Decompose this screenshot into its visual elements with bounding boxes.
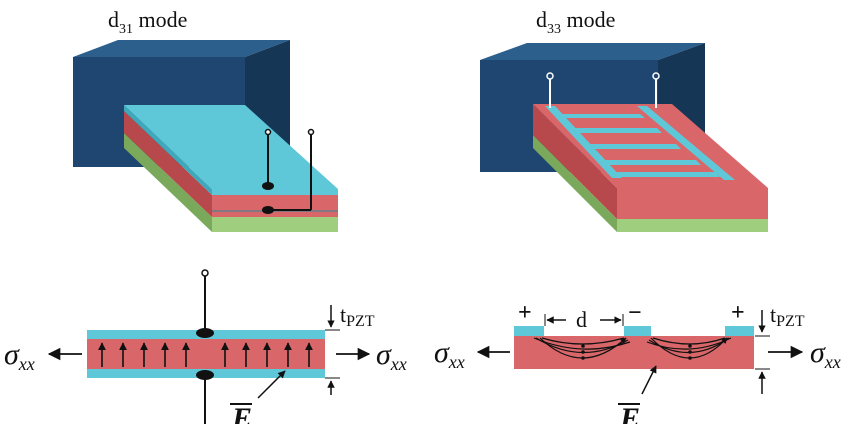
d33-electrode-wires — [549, 77, 657, 108]
d31-electrode-wires — [267, 133, 312, 211]
d33-terminal-left — [546, 72, 554, 80]
d33-field-label: E — [619, 402, 640, 424]
d31-cs-contact-bottom — [196, 370, 214, 380]
d33-cross-section: + − + d σxx σxx — [434, 300, 841, 424]
d33-cs-electrode-plus-right — [725, 326, 754, 336]
d31-cs-terminal — [201, 269, 209, 277]
d33-cantilever-3d — [480, 43, 768, 232]
d33-interdigitated-electrodes — [545, 106, 735, 180]
d33-stress-label-left: σxx — [434, 336, 465, 372]
d33-plus-left: + — [518, 300, 532, 326]
d33-cs-electrode-plus-left — [514, 326, 544, 336]
d33-minus: − — [628, 300, 642, 326]
d31-thickness-label: tPZT — [340, 302, 375, 330]
d31-terminal-bottom — [307, 128, 315, 136]
d31-cross-section: σxx σxx tPZT E — [4, 269, 407, 424]
d31-terminal-top — [264, 128, 272, 136]
d31-stress-label-right: σxx — [376, 338, 407, 374]
d31-field-pointer — [257, 370, 286, 399]
d33-stress-label-right: σxx — [810, 336, 841, 372]
d33-plus-right: + — [731, 300, 745, 326]
d33-field-pointer — [641, 365, 657, 395]
d33-mode-title: d33 mode — [536, 7, 615, 37]
d31-stress-label-left: σxx — [4, 338, 35, 374]
d31-mode-title: d31 mode — [108, 7, 187, 37]
d33-field-dots — [581, 344, 692, 360]
d33-field-lines — [533, 337, 732, 359]
d33-cs-electrode-minus — [624, 326, 651, 336]
d31-beam-layers — [124, 105, 338, 232]
d31-field-label: E — [231, 402, 252, 424]
d33-gap-label: d — [576, 307, 587, 332]
d33-cs-piezo-layer — [514, 336, 754, 369]
d31-cantilever-3d — [73, 40, 338, 232]
d31-cs-contact-top — [196, 328, 214, 338]
d31-field-arrows — [98, 342, 313, 367]
d33-thickness-label: tPZT — [770, 302, 805, 330]
d31-contact-top — [262, 182, 274, 190]
d31-contact-bottom — [262, 206, 274, 214]
d33-terminal-right — [652, 72, 660, 80]
